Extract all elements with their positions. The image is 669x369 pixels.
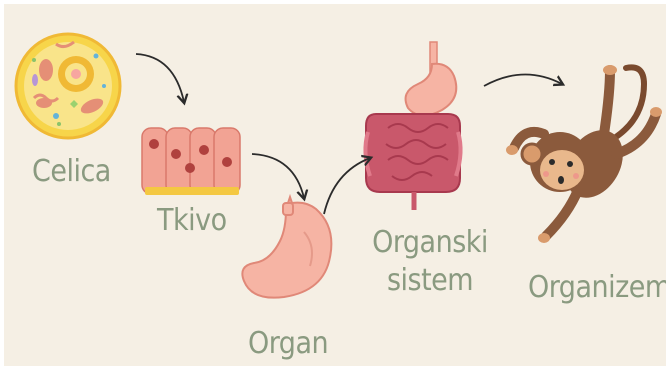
- arrow-tissue-to-organ: [252, 154, 304, 198]
- label-organ-system-line1: Organski: [372, 224, 488, 262]
- arrow-cell-to-tissue: [136, 54, 184, 102]
- label-organ-system: Organski sistem: [372, 224, 488, 300]
- monkey-icon: [506, 65, 662, 243]
- arrow-system-to-organism: [484, 74, 562, 86]
- label-organism: Organizem: [528, 270, 666, 305]
- stomach-icon: [242, 197, 331, 298]
- label-tissue: Tkivo: [157, 203, 227, 238]
- digestive-system-icon: [365, 42, 460, 210]
- label-cell: Celica: [32, 154, 111, 189]
- tissue-icon: [142, 128, 240, 195]
- diagram-canvas: Celica Tkivo Organ Organski sistem Organ…: [4, 4, 666, 366]
- cell-icon: [16, 34, 120, 138]
- arrow-organ-to-system: [324, 158, 370, 214]
- label-organ-system-line2: sistem: [372, 262, 488, 300]
- label-organ: Organ: [248, 326, 328, 361]
